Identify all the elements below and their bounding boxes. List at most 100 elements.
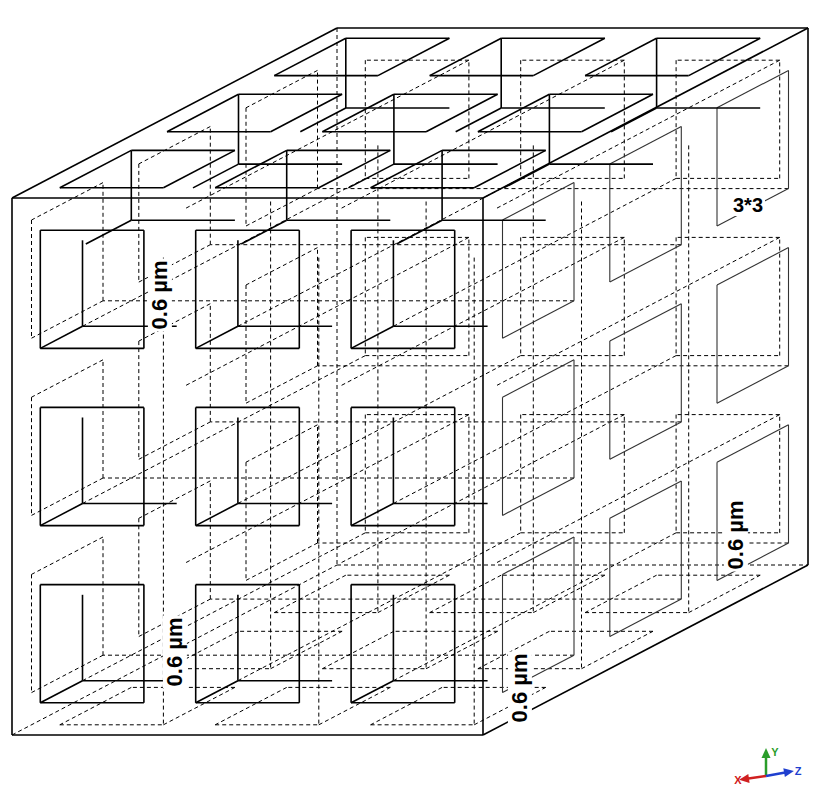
top-hole bbox=[346, 37, 450, 39]
hole-depth bbox=[348, 164, 394, 188]
hidden-hole bbox=[246, 543, 318, 580]
hole-depth bbox=[394, 163, 498, 165]
side-hole bbox=[717, 425, 789, 462]
hidden-hole bbox=[32, 478, 104, 515]
hidden-hole bbox=[520, 415, 521, 533]
hidden-hole bbox=[689, 575, 761, 612]
hidden-hole bbox=[31, 574, 32, 692]
hole-depth bbox=[131, 219, 235, 221]
hidden-tunnel bbox=[103, 300, 574, 301]
front-hole bbox=[195, 585, 197, 703]
hidden-hole bbox=[210, 304, 211, 422]
hole-depth bbox=[83, 503, 177, 505]
hidden-hole bbox=[521, 178, 625, 179]
hole-depth bbox=[504, 164, 550, 188]
side-hole bbox=[502, 574, 503, 692]
side-hole bbox=[788, 425, 789, 543]
side-hole bbox=[502, 220, 503, 338]
hidden-hole bbox=[624, 60, 625, 178]
hidden-hole bbox=[521, 60, 625, 61]
dimension-label: 0.6 µm bbox=[163, 616, 187, 689]
top-hole bbox=[442, 150, 546, 152]
top-hole bbox=[394, 94, 498, 96]
top-hole bbox=[60, 150, 132, 187]
top-hole bbox=[501, 37, 605, 39]
top-hole bbox=[371, 150, 443, 187]
hidden-hole bbox=[521, 237, 625, 238]
hole-depth bbox=[351, 326, 393, 348]
top-hole bbox=[274, 38, 346, 75]
hidden-hole bbox=[32, 655, 104, 692]
hidden-hole bbox=[60, 687, 132, 724]
top-hole bbox=[167, 94, 239, 131]
hole-depth bbox=[82, 418, 84, 504]
hidden-hole bbox=[215, 724, 319, 725]
hidden-hole bbox=[246, 108, 247, 226]
hidden-hole bbox=[271, 631, 343, 668]
side-hole bbox=[681, 304, 682, 422]
hidden-tunnel bbox=[377, 145, 378, 612]
hidden-hole bbox=[378, 575, 450, 612]
front-hole bbox=[143, 230, 145, 348]
hidden-hole bbox=[365, 237, 366, 355]
side-hole bbox=[573, 537, 574, 655]
top-hole bbox=[585, 38, 657, 75]
side-hole bbox=[788, 248, 789, 366]
hole-depth bbox=[500, 38, 502, 108]
dimension-label: 0.6 µm bbox=[508, 652, 532, 725]
side-hole bbox=[503, 301, 575, 338]
front-hole bbox=[351, 525, 455, 527]
side-hole bbox=[609, 341, 610, 459]
hidden-hole bbox=[210, 481, 211, 599]
top-hole bbox=[274, 75, 378, 77]
hidden-hole bbox=[430, 612, 534, 613]
hole-depth bbox=[549, 94, 551, 164]
front-hole bbox=[39, 585, 41, 703]
hidden-hole bbox=[676, 60, 780, 61]
front-hole bbox=[351, 229, 455, 231]
hidden-hole bbox=[274, 612, 378, 613]
hidden-tunnel bbox=[186, 60, 469, 208]
front-hole bbox=[40, 348, 144, 350]
top-hole bbox=[474, 150, 546, 187]
side-hole bbox=[609, 518, 610, 636]
front-hole bbox=[143, 407, 145, 525]
front-hole bbox=[350, 230, 352, 348]
hidden-edge bbox=[337, 28, 338, 565]
hidden-hole bbox=[533, 575, 605, 612]
front-hole bbox=[195, 407, 197, 525]
hidden-hole bbox=[138, 341, 139, 459]
hidden-hole bbox=[246, 462, 247, 580]
hidden-hole bbox=[139, 481, 211, 518]
front-hole bbox=[196, 525, 300, 527]
front-hole bbox=[351, 584, 455, 586]
cube-edge bbox=[483, 28, 808, 198]
hidden-tunnel bbox=[426, 202, 427, 669]
top-hole bbox=[163, 150, 235, 187]
top-hole bbox=[478, 94, 550, 131]
hole-depth bbox=[286, 150, 288, 220]
hidden-hole bbox=[210, 127, 211, 245]
hidden-hole bbox=[32, 301, 104, 338]
top-hole bbox=[131, 150, 235, 152]
top-hole bbox=[322, 131, 426, 133]
front-hole bbox=[298, 230, 300, 348]
side-hole bbox=[610, 481, 682, 518]
side-hole bbox=[503, 537, 575, 574]
hole-depth bbox=[346, 107, 450, 109]
hole-depth bbox=[345, 38, 347, 108]
hidden-tunnel bbox=[533, 145, 534, 612]
side-hole bbox=[573, 183, 574, 301]
hole-depth bbox=[40, 681, 82, 703]
hidden-tunnel bbox=[393, 356, 676, 504]
cube-edge bbox=[11, 198, 13, 735]
front-hole bbox=[40, 525, 144, 527]
side-hole bbox=[610, 422, 682, 459]
side-hole bbox=[502, 397, 503, 515]
hole-depth bbox=[393, 325, 487, 327]
side-hole bbox=[716, 462, 717, 580]
hole-depth bbox=[456, 108, 502, 132]
front-hole bbox=[39, 230, 41, 348]
hidden-hole bbox=[520, 60, 521, 178]
side-hole bbox=[717, 70, 789, 107]
